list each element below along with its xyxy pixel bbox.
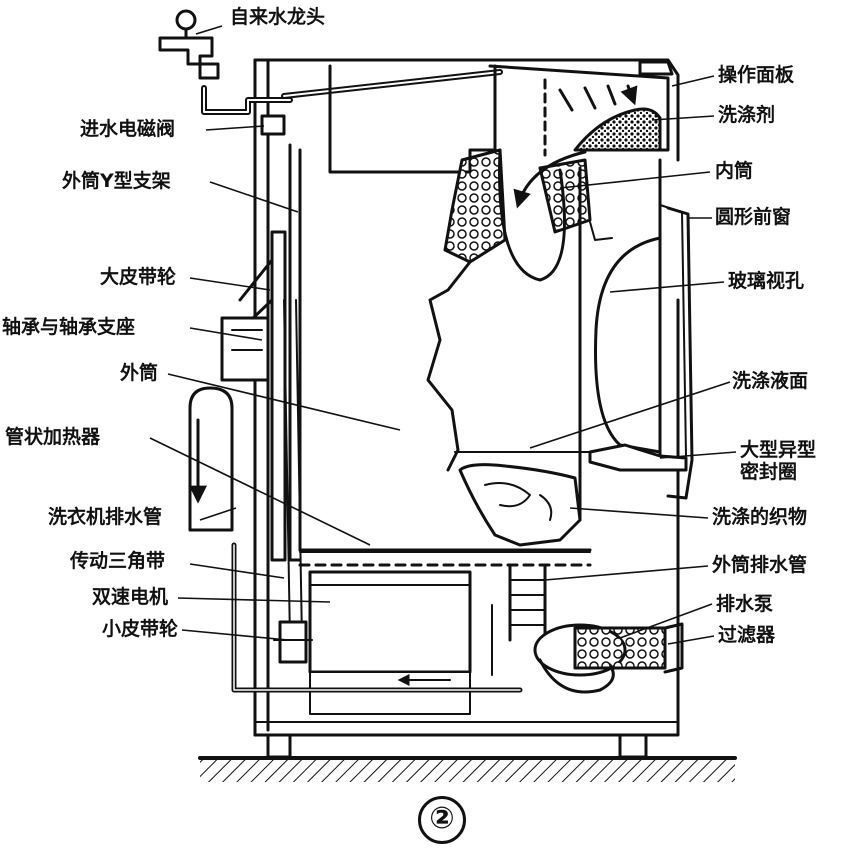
figure-number: ② <box>418 796 466 844</box>
label-round-door: 圆形前窗 <box>715 206 792 228</box>
label-inner-tub: 内筒 <box>715 160 754 182</box>
detergent-pile <box>573 107 662 152</box>
faucet <box>158 9 220 80</box>
label-faucet: 自来水龙头 <box>230 6 326 28</box>
label-bearing: 轴承与轴承支座 <box>2 316 136 338</box>
inner-tub-left-wall <box>443 148 507 264</box>
label-v-belt: 传动三角带 <box>70 550 166 572</box>
filter <box>573 626 667 670</box>
label-motor: 双速电机 <box>92 586 169 608</box>
label-seal: 大型异型密封圈 <box>740 439 817 483</box>
label-wash-liquid: 洗涤液面 <box>732 370 809 392</box>
label-heater: 管状加热器 <box>5 426 101 448</box>
label-detergent: 洗涤剂 <box>718 104 776 126</box>
label-glass-window: 玻璃视孔 <box>728 270 805 292</box>
label-y-bracket: 外筒Y型支架 <box>62 170 171 192</box>
inner-tub-clip <box>589 221 613 241</box>
two-speed-motor <box>308 570 493 715</box>
label-laundry: 洗涤的织物 <box>712 506 808 528</box>
label-drain-hose: 洗衣机排水管 <box>48 506 163 528</box>
round-door <box>659 204 694 500</box>
ground-floor <box>198 756 737 782</box>
inner-tub-cavity <box>498 148 566 282</box>
small-pulley <box>273 620 313 664</box>
label-filter: 过滤器 <box>718 624 776 646</box>
label-inlet-valve: 进水电磁阀 <box>80 118 176 140</box>
glass-window <box>594 236 662 454</box>
water-flow-arrow <box>513 150 587 209</box>
label-tub-drain: 外筒排水管 <box>712 554 808 576</box>
outer-tub-drain-pipe <box>508 563 547 642</box>
label-outer-tub: 外筒 <box>120 362 159 384</box>
label-small-pulley: 小皮带轮 <box>102 618 179 640</box>
label-pump: 排水泵 <box>716 593 774 615</box>
cutaway-edge <box>426 260 472 472</box>
inlet-valve <box>201 69 503 136</box>
drain-hose <box>188 386 234 532</box>
label-control-panel: 操作面板 <box>718 64 795 86</box>
label-big-pulley: 大皮带轮 <box>100 266 177 288</box>
door-seal <box>588 443 688 472</box>
